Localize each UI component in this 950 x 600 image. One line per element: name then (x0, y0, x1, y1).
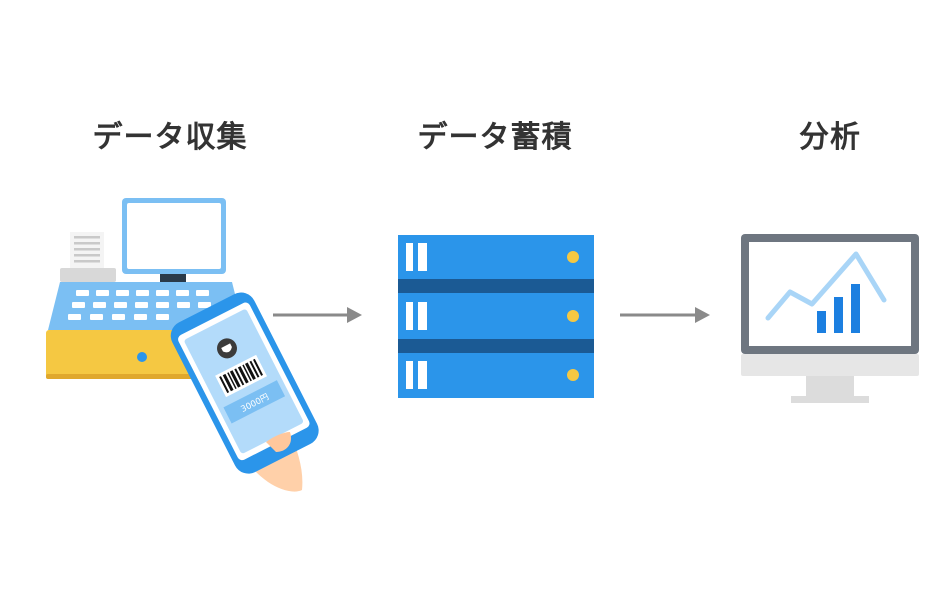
server-unit-1 (398, 235, 594, 279)
server-unit-3 (398, 353, 594, 398)
server-led-3 (567, 369, 579, 381)
server-unit-2 (398, 293, 594, 339)
receipt-icon (60, 232, 116, 282)
monitor-screen (749, 242, 911, 346)
server-led-2 (567, 310, 579, 322)
stage-title-storage: データ蓄積 (417, 120, 573, 155)
analytics-monitor-icon (741, 234, 919, 403)
drawer-button (137, 352, 147, 362)
arrow-right-icon (620, 307, 710, 323)
chart-bar (817, 311, 826, 333)
server-led-1 (567, 251, 579, 263)
register-keys (68, 290, 211, 320)
pos-register-icon (46, 198, 246, 379)
server-rack-icon (398, 235, 594, 398)
chart-bar (834, 297, 843, 333)
smartphone-icon: 3000円 (170, 292, 319, 492)
monitor-stand (806, 376, 854, 398)
stage-title-collection: データ収集 (92, 120, 248, 155)
trend-line (765, 251, 887, 321)
register-screen (122, 198, 226, 282)
barcode-icon (215, 354, 268, 398)
arrow-right-icon (273, 307, 362, 323)
chart-bar (851, 284, 860, 333)
stage-title-analysis: 分析 (799, 120, 861, 155)
